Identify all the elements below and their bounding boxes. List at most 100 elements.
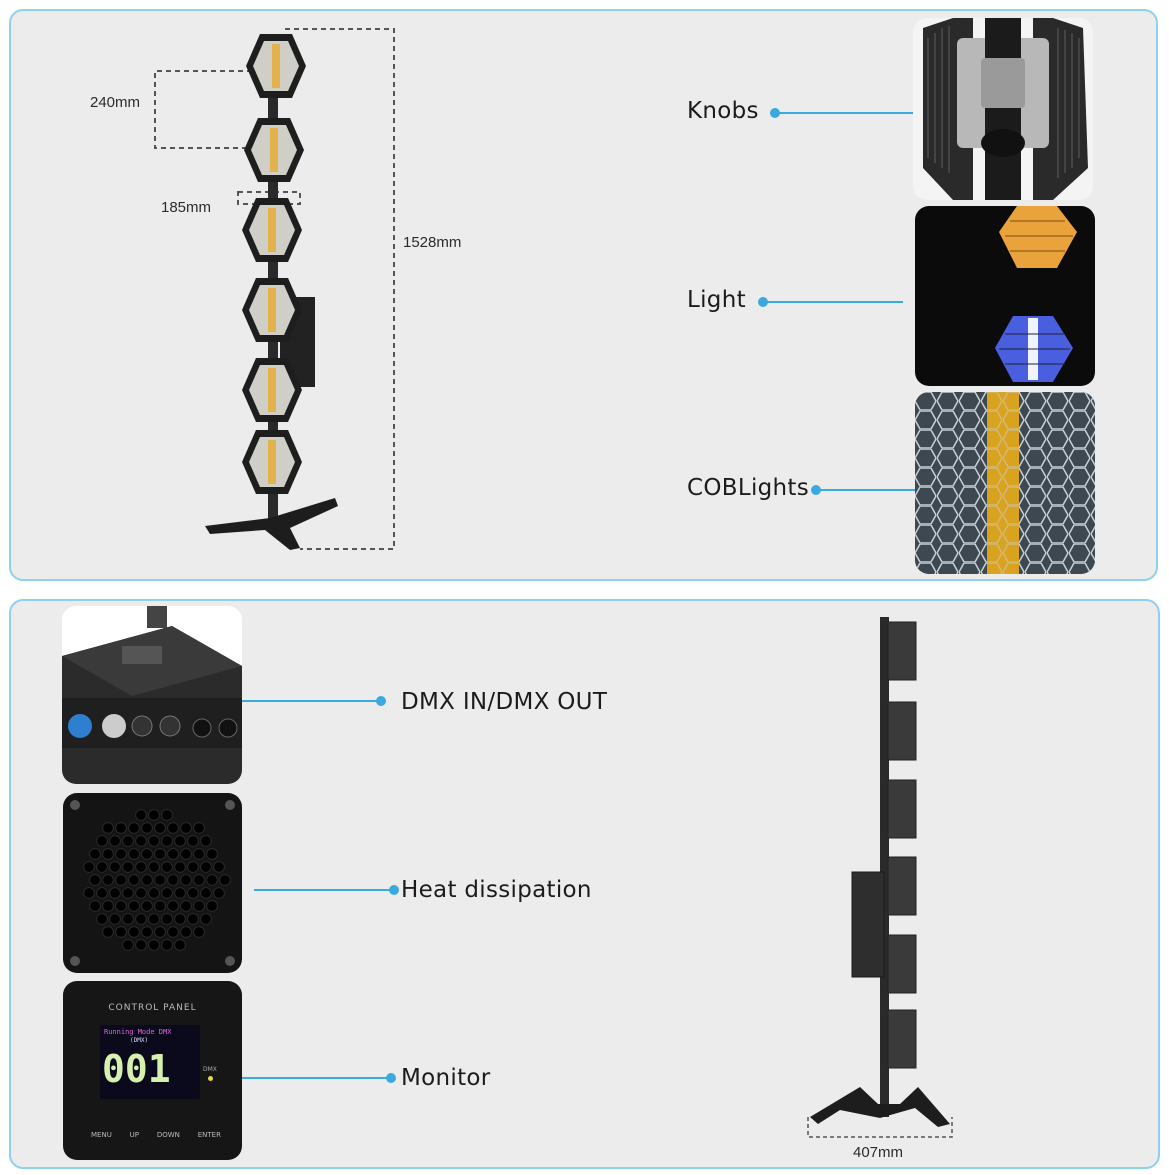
callout-line <box>242 700 382 702</box>
vent-hole <box>96 861 108 873</box>
vent-hole <box>148 939 160 951</box>
vent-hole <box>122 887 134 899</box>
vent-hole <box>174 887 186 899</box>
menu-button[interactable]: MENU <box>91 1131 112 1139</box>
vent-hole <box>109 913 121 925</box>
vent-hole <box>213 861 225 873</box>
vent-hole <box>161 861 173 873</box>
vent-hole <box>122 861 134 873</box>
height-dimension-line <box>285 28 395 550</box>
vent-hole <box>161 809 173 821</box>
vent-hole <box>128 874 140 886</box>
vent-hole <box>148 861 160 873</box>
vent-hole <box>135 887 147 899</box>
vent-hole <box>167 874 179 886</box>
vent-hole <box>161 887 173 899</box>
screw-icon <box>70 956 80 966</box>
vent-hole <box>96 835 108 847</box>
screw-icon <box>225 956 235 966</box>
callout-line <box>254 889 394 891</box>
vent-hole <box>109 835 121 847</box>
enter-button[interactable]: ENTER <box>197 1131 221 1139</box>
monitor-indicator-label: DMX <box>203 1066 217 1073</box>
knobs-photo <box>913 18 1093 200</box>
vent-hole <box>154 822 166 834</box>
height-dimension-label: 1528mm <box>403 234 462 251</box>
vent-hole <box>128 848 140 860</box>
vent-hole <box>154 900 166 912</box>
base-dimension-line <box>807 1117 953 1138</box>
vent-hole <box>102 900 114 912</box>
callout-line <box>763 301 903 303</box>
vent-hole <box>83 861 95 873</box>
vent-hole <box>187 913 199 925</box>
vent-hole <box>219 874 231 886</box>
vent-hole <box>200 887 212 899</box>
hex-lights <box>242 34 306 494</box>
vent-hole <box>206 874 218 886</box>
vent-hole <box>193 874 205 886</box>
vent-hole <box>115 848 127 860</box>
vent-hole <box>161 939 173 951</box>
vent-hole <box>167 900 179 912</box>
vent-hole <box>206 848 218 860</box>
vent-hole <box>180 874 192 886</box>
vent-hole <box>122 939 134 951</box>
feature-label-cob-lights: COBLights <box>687 475 810 501</box>
callout-dot <box>389 885 399 895</box>
vent-hole <box>115 926 127 938</box>
vent-hole <box>141 926 153 938</box>
vent-hole <box>102 874 114 886</box>
vent-hole <box>89 874 101 886</box>
vent-hole <box>154 926 166 938</box>
vent-hole <box>135 809 147 821</box>
vent-hole <box>109 861 121 873</box>
cob-lights-photo <box>915 392 1095 574</box>
callout-dot <box>386 1073 396 1083</box>
product-side-illustration <box>807 617 953 1138</box>
vent-hole <box>115 874 127 886</box>
vent-hole <box>122 835 134 847</box>
vent-hole <box>141 874 153 886</box>
feature-label-heat: Heat dissipation <box>401 877 592 903</box>
vent-hole <box>187 887 199 899</box>
callout-dot <box>376 696 386 706</box>
vent-hole <box>187 861 199 873</box>
vent-hole <box>167 848 179 860</box>
vent-hole <box>200 835 212 847</box>
vent-hole <box>135 939 147 951</box>
monitor-mode: Running Mode DMX <box>104 1028 172 1036</box>
vent-hole <box>187 835 199 847</box>
vent-hole <box>96 913 108 925</box>
up-button[interactable]: UP <box>129 1131 140 1139</box>
callout-line <box>775 112 915 114</box>
vent-hole <box>193 822 205 834</box>
vent-hole <box>128 822 140 834</box>
monitor-title: CONTROL PANEL <box>108 1003 197 1013</box>
screw-icon <box>70 800 80 810</box>
down-button[interactable]: DOWN <box>156 1131 180 1139</box>
vent-hole <box>167 822 179 834</box>
vent-hole <box>193 926 205 938</box>
vent-hole <box>180 926 192 938</box>
vent-hole <box>102 822 114 834</box>
vent-hole <box>161 913 173 925</box>
vent-hole <box>180 848 192 860</box>
monitor-photo: CONTROL PANEL Running Mode DMX (DMX) 001… <box>63 981 242 1160</box>
vent-hole <box>167 926 179 938</box>
vent-hole <box>141 822 153 834</box>
monitor-value: 001 <box>102 1047 171 1091</box>
vent-hole <box>128 926 140 938</box>
monitor-sub: (DMX) <box>130 1037 149 1044</box>
feature-label-light: Light <box>687 287 746 313</box>
vent-hole <box>174 913 186 925</box>
callout-line <box>242 1077 392 1079</box>
vent-hole <box>141 900 153 912</box>
vent-hole <box>102 848 114 860</box>
vent-hole <box>180 900 192 912</box>
vent-hole <box>141 848 153 860</box>
vent-hole <box>148 887 160 899</box>
vent-hole <box>115 822 127 834</box>
vent-hole <box>154 874 166 886</box>
vent-hole <box>180 822 192 834</box>
